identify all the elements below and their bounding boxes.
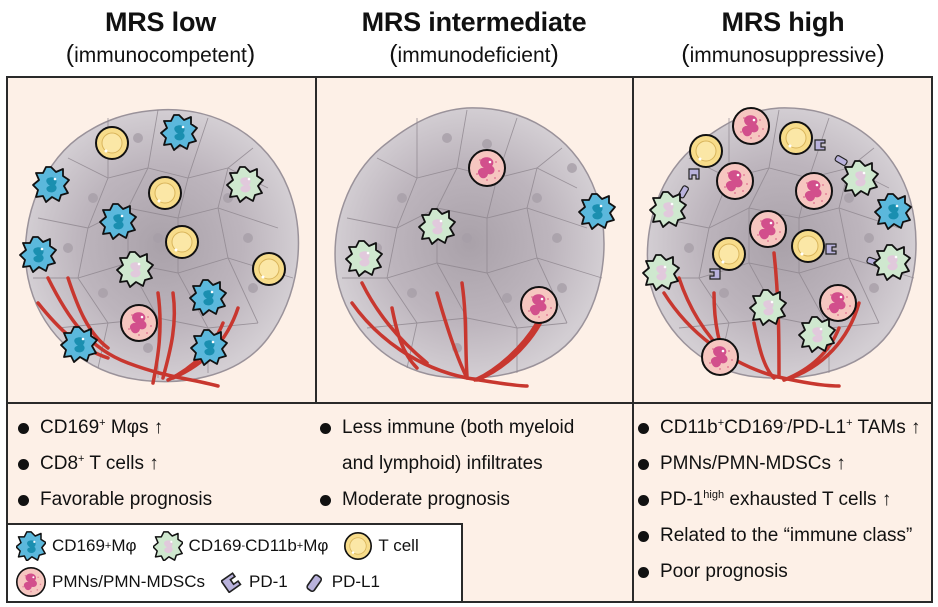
pdl1-icon (305, 573, 323, 593)
bullets-mrs-high: CD11b+CD169-/PD-L1+ TAMs ↑ PMNs/PMN-MDSC… (634, 410, 921, 590)
column-title: MRS low (104, 7, 217, 37)
bullets-mrs-intermediate: Less immune (both myeloid and lymphoid) … (316, 410, 574, 518)
bullet-item: Less immune (both myeloid (316, 410, 574, 446)
t-cell (779, 121, 813, 155)
column-title: MRS intermediate (361, 7, 587, 37)
pmn-cell (819, 284, 857, 322)
pmn-cell (701, 338, 739, 376)
t-cell (95, 126, 129, 160)
t-cell-icon (344, 532, 373, 560)
header-mrs-intermediate: MRS intermediate (immunodeficient) (315, 0, 633, 69)
tumor-illustration-mrs-low (8, 78, 315, 402)
tumor-illustration-mrs-high (634, 78, 931, 402)
pmn-cell (468, 149, 506, 187)
pmn-cell (120, 304, 158, 342)
header-mrs-high: MRS high (immunosuppressive) (633, 0, 933, 69)
frame-bottom-border (6, 601, 933, 603)
frame-left-border (6, 76, 8, 603)
t-cell (148, 176, 182, 210)
panel-row-divider (6, 402, 933, 404)
header-mrs-low: MRS low (immunocompetent) (6, 0, 315, 69)
legend-item-cd169-macrophage: CD169+ Mφ (16, 531, 137, 561)
t-cell (165, 225, 199, 259)
cd169-macrophage-icon (16, 531, 46, 561)
legend-item-pmn: PMNs/PMN-MDSCs (16, 567, 205, 597)
legend-item-pd1: PD-1 (221, 571, 288, 593)
tumor-illustration-mrs-intermediate (317, 78, 632, 402)
legend: CD169+ Mφ CD169-CD11b+ Mφ T cell PMNs/PM… (6, 523, 463, 603)
t-cell (689, 134, 723, 168)
cd169-macrophage (578, 193, 616, 230)
bullets-mrs-low: CD169+ Mφs ↑ CD8+ T cells ↑ Favorable pr… (14, 410, 212, 518)
frame-right-border (931, 76, 933, 603)
legend-row: PMNs/PMN-MDSCs PD-1 PD-L1 (16, 567, 396, 597)
column-divider-2 (632, 76, 634, 603)
column-title: MRS high (721, 7, 845, 37)
t-cell (791, 229, 825, 263)
t-cell (712, 237, 746, 271)
column-subtitle: (immunocompetent) (65, 40, 256, 68)
tumor-svg-high (642, 107, 917, 388)
column-subtitle: (immunosuppressive) (681, 40, 885, 68)
tumor-svg-intermediate (334, 107, 616, 388)
bullet-item: Favorable prognosis (14, 482, 212, 518)
pmn-cell (732, 107, 770, 145)
bullet-item: CD8+ T cells ↑ (14, 446, 212, 482)
bullet-item: Moderate prognosis (316, 482, 574, 518)
legend-row: CD169+ Mφ CD169-CD11b+ Mφ T cell (16, 531, 435, 561)
bullet-item: Poor prognosis (634, 554, 921, 590)
legend-item-pdl1: PD-L1 (304, 571, 380, 593)
frame-top-border (6, 76, 933, 78)
bullet-item: CD11b+CD169-/PD-L1+ TAMs ↑ (634, 410, 921, 446)
bullet-item: Related to the “immune class” (634, 518, 921, 554)
t-cell (252, 252, 286, 286)
bullet-item: PMNs/PMN-MDSCs ↑ (634, 446, 921, 482)
pmn-cell (716, 162, 754, 200)
cd11b-macrophage-icon (152, 531, 183, 561)
bullet-item: CD169+ Mφs ↑ (14, 410, 212, 446)
tumor-svg-low (19, 108, 300, 388)
tumor-mass (646, 107, 917, 379)
pmn-cell (520, 286, 558, 324)
legend-item-t-cell: T cell (344, 532, 419, 560)
bullet-item-continuation: and lymphoid) infiltrates (342, 453, 543, 474)
bullet-item: PD-1high exhausted T cells ↑ (634, 482, 921, 518)
pmn-cell (749, 210, 787, 248)
pmn-icon (16, 567, 46, 597)
column-divider-1 (315, 76, 317, 404)
legend-item-cd11b-macrophage: CD169-CD11b+ Mφ (152, 531, 328, 561)
blood-vessels (350, 281, 549, 388)
column-subtitle: (immunodeficient) (389, 40, 559, 68)
pd1-icon (221, 572, 242, 593)
pmn-cell (795, 172, 833, 210)
